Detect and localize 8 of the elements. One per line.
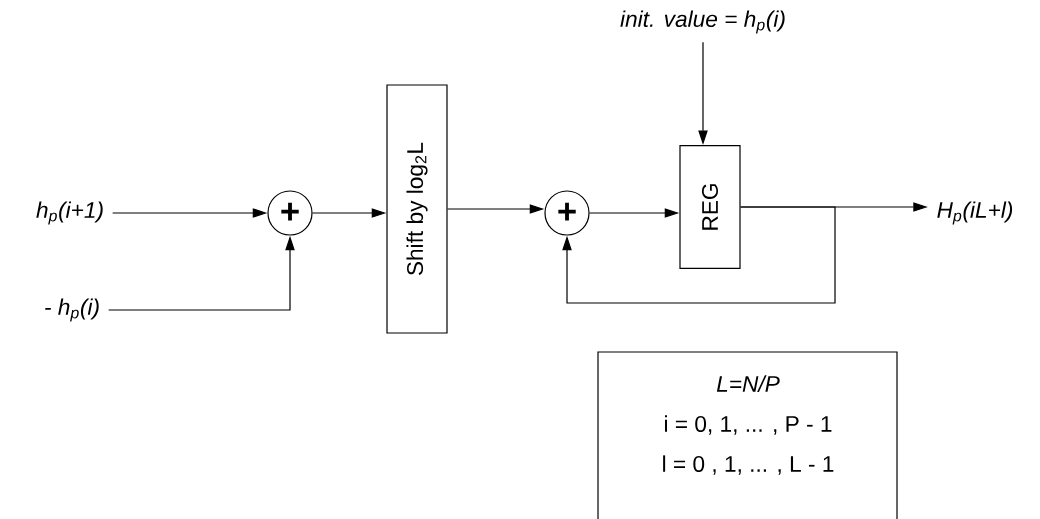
shift-box: Shift by log$_{2}$L <box>386 84 448 334</box>
note-box: L=N/P i = 0, 1, ... , P - 1 l = 0 , 1, ... , L - 1 <box>597 351 898 519</box>
input-label: init. value = h$_{p}$(i) <box>620 10 785 34</box>
output-label: H$_{p}$(iL+l) <box>937 201 1013 225</box>
input-label: - h$_{p}$(i) <box>45 298 99 322</box>
arrow <box>562 206 836 304</box>
input-label: h$_{p}$(i+1) <box>36 201 103 225</box>
register-box: REG <box>679 145 741 269</box>
